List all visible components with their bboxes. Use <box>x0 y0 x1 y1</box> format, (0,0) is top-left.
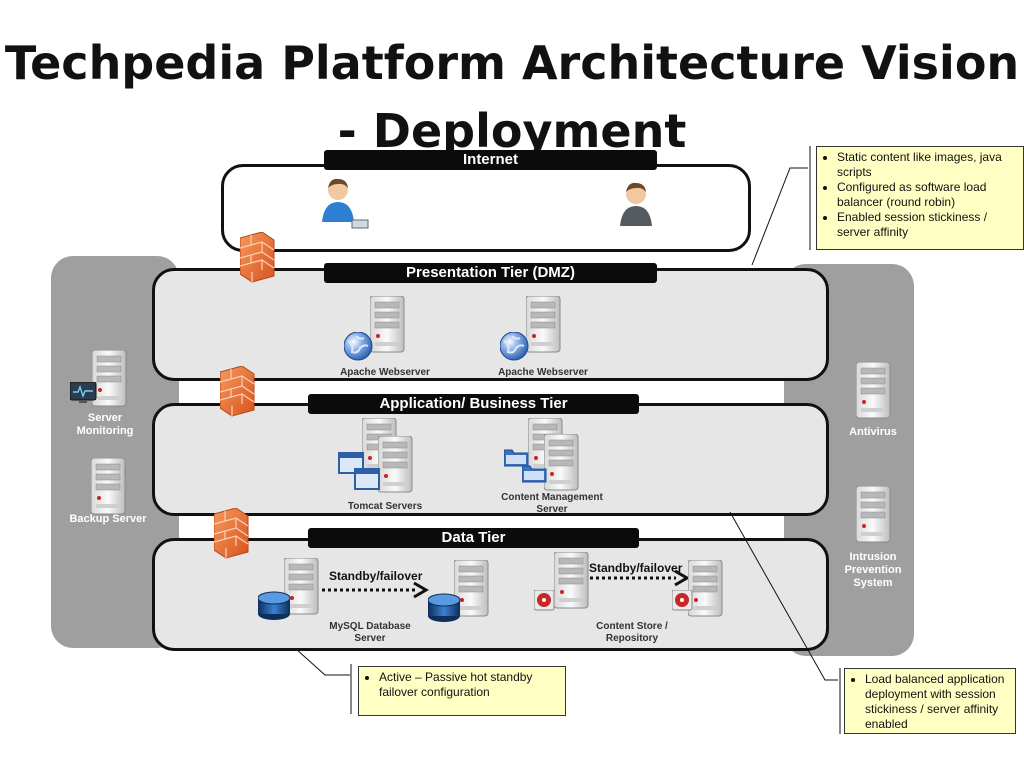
note-item: Active – Passive hot standby failover co… <box>379 670 559 700</box>
page-title-line2: - Deployment <box>337 104 687 158</box>
disc-icon <box>672 590 693 611</box>
note-item: Static content like images, java scripts <box>837 150 1017 180</box>
folder-icon <box>522 465 547 483</box>
presentation-tier-note: Static content like images, java scripts… <box>816 146 1024 250</box>
presentation-tier <box>152 268 829 381</box>
data-tier-note: Active – Passive hot standby failover co… <box>358 666 566 716</box>
note-item: Configured as software load balancer (ro… <box>837 180 1017 210</box>
standby-failover-label: Standby/failover <box>589 561 683 575</box>
firewall-icon <box>240 232 275 283</box>
note-item: Load balanced application deployment wit… <box>865 672 1009 732</box>
apache-webserver-label: Apache Webserver <box>340 367 430 378</box>
globe-icon <box>344 332 373 361</box>
application-tier <box>152 403 829 516</box>
tomcat-servers-label: Tomcat Servers <box>347 501 423 512</box>
internet-bar: Internet <box>324 150 657 170</box>
antivirus-label: Antivirus <box>849 426 897 438</box>
globe-icon <box>500 332 529 361</box>
firewall-icon <box>220 366 255 417</box>
server-icon <box>378 436 413 493</box>
server-icon <box>370 296 405 353</box>
server-icon <box>856 362 891 419</box>
content-store-label: Content Store / Repository <box>596 621 668 644</box>
page-title: Techpedia Platform Architecture Vision <box>4 36 1020 90</box>
content-management-server-label: Content Management Server <box>501 492 603 515</box>
note-item: Enabled session stickiness / server affi… <box>837 210 1017 240</box>
server-icon <box>544 434 579 491</box>
user-icon <box>620 182 652 226</box>
server-monitoring-label: Server Monitoring <box>76 412 134 437</box>
database-icon <box>428 593 461 623</box>
window-icon <box>354 468 380 490</box>
server-icon <box>554 552 589 609</box>
monitor-icon <box>70 382 97 404</box>
firewall-icon <box>214 508 249 559</box>
internet-zone <box>221 164 751 252</box>
backup-server-label: Backup Server <box>69 513 147 525</box>
server-icon <box>856 486 891 543</box>
data-tier-bar: Data Tier <box>308 528 639 548</box>
apache-webserver-label: Apache Webserver <box>498 367 588 378</box>
mysql-database-server-label: MySQL Database Server <box>329 621 411 644</box>
standby-failover-label: Standby/failover <box>329 569 423 583</box>
application-tier-note: Load balanced application deployment wit… <box>844 668 1016 734</box>
intrusion-prevention-system-label: Intrusion Prevention System <box>844 551 902 589</box>
server-icon <box>91 458 126 515</box>
application-tier-bar: Application/ Business Tier <box>308 394 639 414</box>
disc-icon <box>534 590 555 611</box>
server-icon <box>526 296 561 353</box>
presentation-tier-bar: Presentation Tier (DMZ) <box>324 263 657 283</box>
database-icon <box>258 591 291 621</box>
user-icon <box>322 178 369 229</box>
